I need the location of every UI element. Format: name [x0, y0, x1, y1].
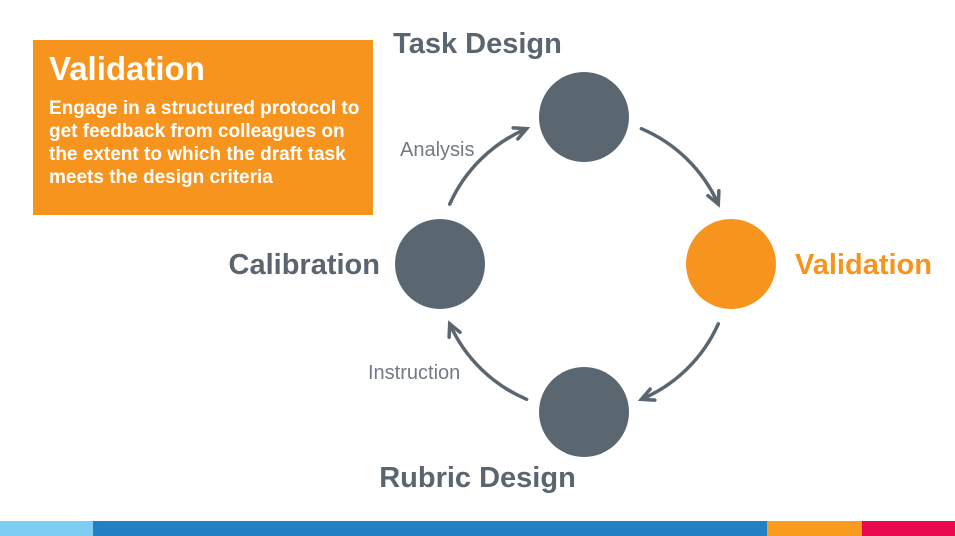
node-task-design	[539, 72, 629, 162]
footer-accent-bar	[0, 521, 955, 536]
node-label-rubric-design: Rubric Design	[379, 462, 576, 494]
node-label-task-design: Task Design	[393, 28, 562, 60]
footer-segment-light-blue	[0, 521, 93, 536]
arrow-label-analysis: Analysis	[400, 139, 475, 161]
callout-body: Engage in a structured protocol to get f…	[49, 97, 360, 188]
arrow-task-design-to-validation	[639, 126, 721, 208]
node-label-calibration: Calibration	[228, 249, 380, 281]
footer-segment-orange	[767, 521, 862, 536]
footer-segment-crimson	[862, 521, 955, 536]
node-validation	[686, 219, 776, 309]
validation-callout: Validation Engage in a structured protoc…	[33, 40, 373, 215]
node-label-validation: Validation	[795, 249, 932, 281]
arrow-label-instruction: Instruction	[368, 362, 461, 384]
footer-segment-blue	[93, 521, 767, 536]
arrow-validation-to-rubric-design	[637, 322, 721, 402]
node-calibration	[395, 219, 485, 309]
arrow-calibration-to-task-design	[447, 126, 531, 206]
callout-title: Validation	[49, 50, 205, 87]
arrow-rubric-design-to-calibration	[447, 320, 529, 402]
node-rubric-design	[539, 367, 629, 457]
